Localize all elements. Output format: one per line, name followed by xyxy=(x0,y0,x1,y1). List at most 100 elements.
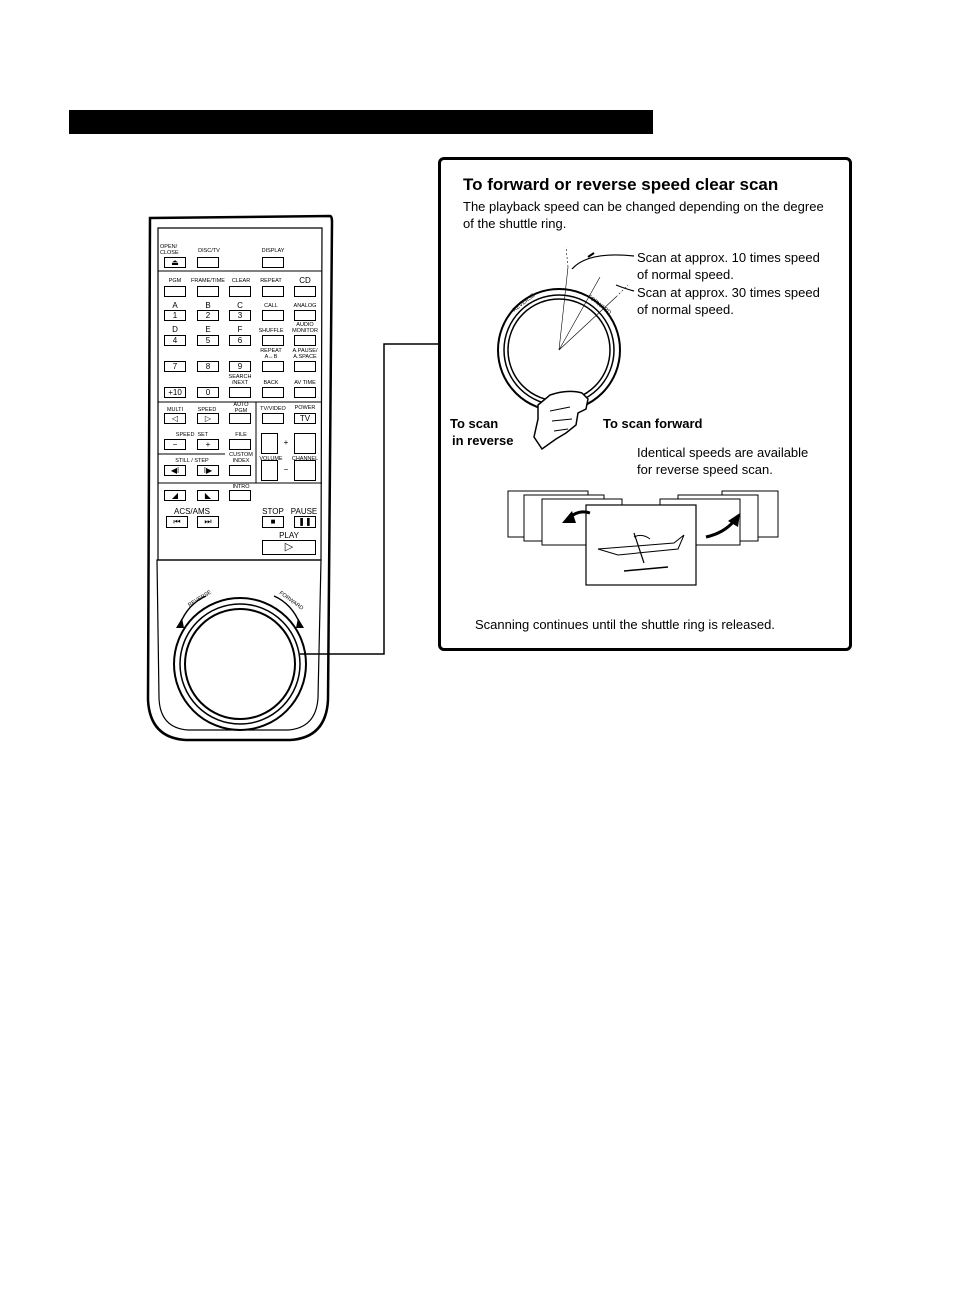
scan-30x-line2: of normal speed. xyxy=(637,302,734,317)
volume-up-button[interactable] xyxy=(261,433,278,454)
clear-label: CLEAR xyxy=(231,278,251,284)
search-next-label: SEARCH /NEXT xyxy=(228,374,252,386)
multi-label: MULTI xyxy=(166,407,184,413)
eject-button[interactable]: ⏏ xyxy=(164,257,186,268)
stop-button[interactable]: ■ xyxy=(262,516,284,528)
pgm-button[interactable] xyxy=(164,286,186,297)
next-track-button[interactable]: ⏭ xyxy=(197,516,219,528)
still-step-label: STILL / STEP xyxy=(175,458,209,464)
eject-icon: ⏏ xyxy=(171,258,179,267)
identical-speeds-line1: Identical speeds are available xyxy=(637,445,809,460)
cd-button[interactable] xyxy=(294,286,316,297)
av-time-button[interactable] xyxy=(294,387,316,398)
file-button[interactable] xyxy=(229,439,251,450)
digit-0-button[interactable]: 0 xyxy=(197,387,219,398)
letter-d: D xyxy=(172,325,178,334)
analog-label: ANALOG xyxy=(293,303,317,309)
scan-forward-label: To scan forward xyxy=(603,416,703,431)
speed-down-button[interactable]: ◁ xyxy=(164,413,186,424)
call-button[interactable] xyxy=(262,310,284,321)
still-forward-button[interactable]: ǀ▶ xyxy=(197,465,219,476)
digit-1-button[interactable]: 1 xyxy=(164,310,186,321)
tv-power-button[interactable]: TV xyxy=(294,413,316,424)
file-label: FILE xyxy=(235,432,247,438)
digit-3-button[interactable]: 3 xyxy=(229,310,251,321)
digit-8-button[interactable]: 8 xyxy=(197,361,219,372)
scan-10x-line2: of normal speed. xyxy=(637,267,734,282)
pause-label: PAUSE xyxy=(290,507,318,516)
back-button[interactable] xyxy=(262,387,284,398)
section-title-bar xyxy=(69,110,653,134)
panel-footer: Scanning continues until the shuttle rin… xyxy=(475,617,775,632)
av-time-label: AV TIME xyxy=(294,380,316,386)
speed-plus-button[interactable]: + xyxy=(197,439,219,450)
pause-button[interactable]: ❚❚ xyxy=(294,516,316,528)
open-close-label: OPEN/ CLOSE xyxy=(160,244,179,256)
frame-time-label: FRAME/TIME xyxy=(191,278,225,284)
channel-up-button[interactable] xyxy=(294,433,316,454)
a-pause-label: A.PAUSE/ A.SPACE xyxy=(292,348,318,360)
scan-reverse-label-2: in reverse xyxy=(452,433,514,448)
slow-reverse-button[interactable]: ◢ xyxy=(164,490,186,501)
repeat-ab-button[interactable] xyxy=(262,361,284,372)
shuffle-button[interactable] xyxy=(262,335,284,346)
disc-tv-label: DISC/TV xyxy=(198,248,220,254)
channel-down-button[interactable] xyxy=(294,460,316,481)
disc-tv-button[interactable] xyxy=(197,257,219,268)
prev-track-button[interactable]: ⏮ xyxy=(166,516,188,528)
letter-e: E xyxy=(205,325,211,334)
ramp-right-icon: ◣ xyxy=(204,491,212,500)
triangle-left-icon: ◁ xyxy=(171,414,179,423)
digit-7-button[interactable]: 7 xyxy=(164,361,186,372)
digit-5-button[interactable]: 5 xyxy=(197,335,219,346)
analog-button[interactable] xyxy=(294,310,316,321)
ramp-left-icon: ◢ xyxy=(171,491,179,500)
plus10-button[interactable]: +10 xyxy=(164,387,186,398)
still-back-button[interactable]: ◀ǀ xyxy=(164,465,186,476)
repeat-button[interactable] xyxy=(262,286,284,297)
speed-label: SPEED xyxy=(197,407,217,413)
stop-icon: ■ xyxy=(270,517,276,526)
shuttle-ring[interactable] xyxy=(174,598,306,730)
frame-time-button[interactable] xyxy=(197,286,219,297)
search-next-button[interactable] xyxy=(229,387,251,398)
play-button[interactable]: ▷ xyxy=(262,540,316,555)
scan-diagram xyxy=(497,246,779,586)
tv-video-button[interactable] xyxy=(262,413,284,424)
power-label: POWER xyxy=(294,405,316,411)
panel-title: To forward or reverse speed clear scan xyxy=(463,175,779,194)
pgm-label: PGM xyxy=(168,278,182,284)
stop-label: STOP xyxy=(262,507,284,516)
digit-4-button[interactable]: 4 xyxy=(164,335,186,346)
digit-9-button[interactable]: 9 xyxy=(229,361,251,372)
letter-b: B xyxy=(205,301,211,310)
cd-icon: CD xyxy=(299,276,311,285)
repeat-label: REPEAT xyxy=(260,278,282,284)
channel-label: CHANNEL xyxy=(291,456,319,462)
intro-button[interactable] xyxy=(229,490,251,501)
play-icon: ▷ xyxy=(284,541,294,553)
auto-pgm-label: AUTO PGM xyxy=(233,402,249,414)
a-pause-button[interactable] xyxy=(294,361,316,372)
speed-set-label: SPEED SET xyxy=(175,432,209,438)
auto-pgm-button[interactable] xyxy=(229,413,251,424)
scan-reverse-label-1: To scan xyxy=(450,416,499,431)
letter-f: F xyxy=(237,325,243,334)
digit-2-button[interactable]: 2 xyxy=(197,310,219,321)
digit-6-button[interactable]: 6 xyxy=(229,335,251,346)
plus-sign-icon: + xyxy=(283,438,289,447)
audio-monitor-label: AUDIO MONITOR xyxy=(292,322,318,334)
clear-button[interactable] xyxy=(229,286,251,297)
scan-10x-line1: Scan at approx. 10 times speed xyxy=(637,250,820,265)
custom-index-button[interactable] xyxy=(229,465,251,476)
volume-down-button[interactable] xyxy=(261,460,278,481)
speed-up-button[interactable]: ▷ xyxy=(197,413,219,424)
skip-forward-icon: ⏭ xyxy=(204,517,212,526)
display-button[interactable] xyxy=(262,257,284,268)
speed-minus-button[interactable]: − xyxy=(164,439,186,450)
minus-icon: − xyxy=(172,440,178,449)
slow-forward-button[interactable]: ◣ xyxy=(197,490,219,501)
intro-label: INTRO xyxy=(232,484,250,490)
audio-monitor-button[interactable] xyxy=(294,335,316,346)
